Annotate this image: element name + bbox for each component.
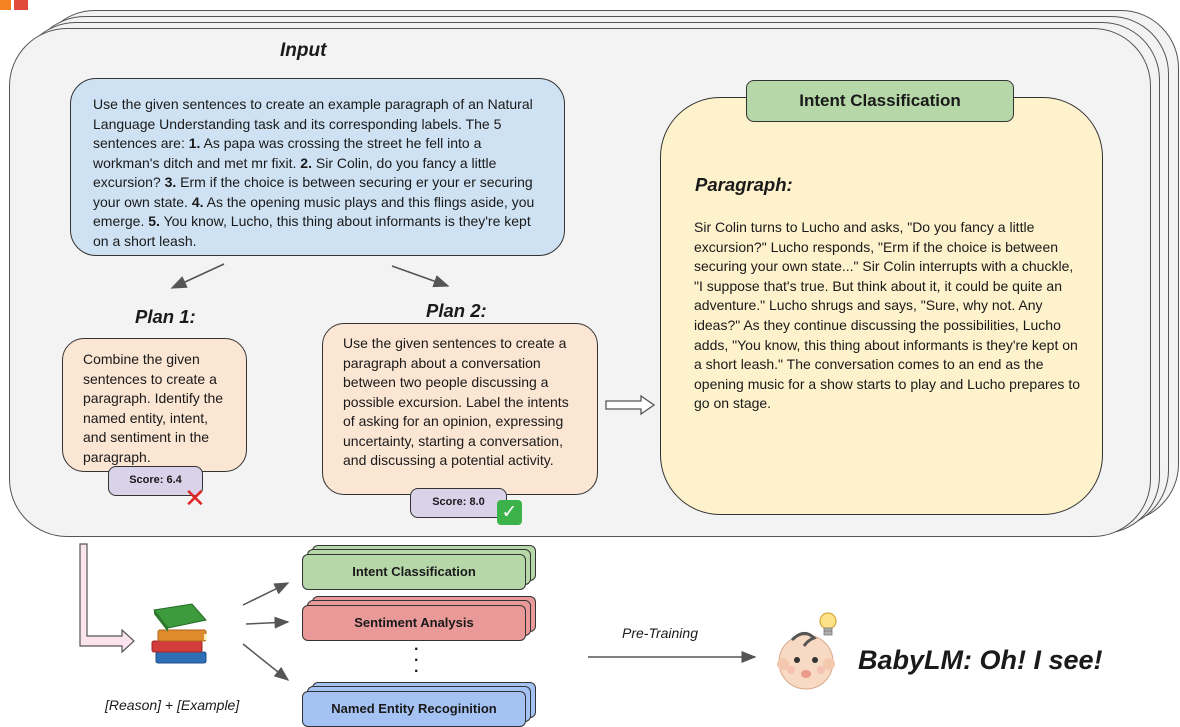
plan1-box: Combine the given sentences to create a … xyxy=(62,338,247,472)
plan2-box: Use the given sentences to create a para… xyxy=(322,323,598,495)
ellipsis-dots: · · · xyxy=(414,641,420,680)
plan2-title: Plan 2: xyxy=(426,300,487,321)
dot: · xyxy=(414,641,420,658)
reason-example-caption: [Reason] + [Example] xyxy=(105,697,240,713)
dot: · xyxy=(414,663,420,680)
sentence-text-1: As papa was crossing the street he fell … xyxy=(93,135,482,171)
pink-bent-arrow xyxy=(79,543,135,654)
babylm-tagline: BabyLM: Oh! I see! xyxy=(858,645,1103,675)
paragraph-title: Paragraph: xyxy=(695,174,793,195)
sentence-num-5: 5. xyxy=(148,213,160,229)
input-prompt-box: Use the given sentences to create an exa… xyxy=(70,78,565,256)
sentence-num-1: 1. xyxy=(188,135,201,151)
task-intent-classification: Intent Classification xyxy=(302,554,526,590)
plan2-score-badge: Score: 8.0 xyxy=(410,488,507,518)
corner-logo xyxy=(0,0,28,10)
result-header: Intent Classification xyxy=(746,80,1014,122)
plan1-title: Plan 1: xyxy=(135,306,196,327)
sentence-text-5: You know, Lucho, this thing about inform… xyxy=(93,213,531,249)
sentence-num-3: 3. xyxy=(164,174,177,190)
sentence-text-4: As the opening music plays and this flin… xyxy=(93,193,535,230)
books-icon xyxy=(151,603,207,664)
arrow-to-plan2 xyxy=(391,265,450,288)
input-title: Input xyxy=(280,40,327,61)
pretraining-label: Pre-Training xyxy=(622,625,698,641)
task-named-entity-recognition: Named Entity Recoginition xyxy=(302,691,526,727)
task-sentiment-analysis: Sentiment Analysis xyxy=(302,605,526,641)
result-box xyxy=(660,97,1103,515)
check-mark-icon: ✓ xyxy=(497,500,522,525)
sentence-text-2: Sir Colin, do you fancy a little excursi… xyxy=(93,154,497,191)
dot: · xyxy=(414,652,420,669)
sentence-num-4: 4. xyxy=(191,193,204,210)
plan1-score-badge: Score: 6.4 xyxy=(108,466,203,496)
hollow-arrow-to-result xyxy=(605,394,656,416)
sentence-text-3: Erm if the choice is between securing er… xyxy=(93,174,533,210)
arrow-to-task-ner xyxy=(242,643,290,681)
paragraph-text: Sir Colin turns to Lucho and asks, "Do y… xyxy=(694,219,1080,412)
lightbulb-icon xyxy=(819,612,837,636)
prompt-intro: Use the given sentences to create an exa… xyxy=(93,96,533,151)
arrow-to-task-intent xyxy=(242,582,290,606)
arrow-to-plan1 xyxy=(170,263,225,289)
sentence-num-2: 2. xyxy=(300,154,312,171)
cross-mark-icon: ✕ xyxy=(184,483,206,513)
arrow-to-task-sentiment xyxy=(245,616,290,629)
baby-icon xyxy=(777,632,835,690)
